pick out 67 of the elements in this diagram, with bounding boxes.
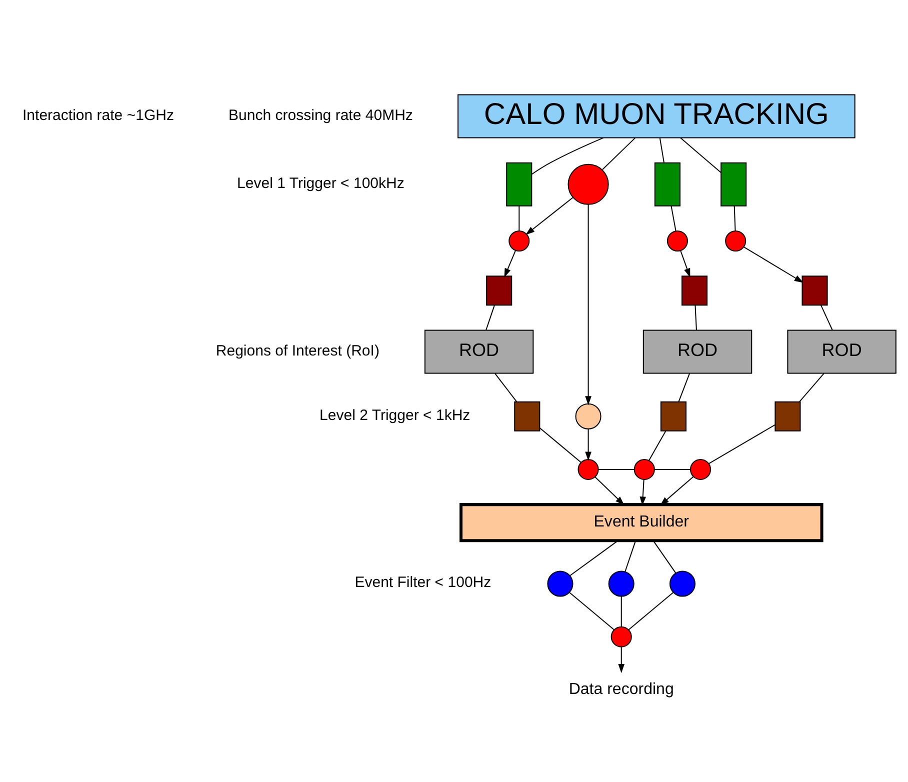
- connector: [485, 304, 494, 330]
- label: Event Filter < 100Hz: [354, 574, 491, 591]
- connector: [620, 595, 622, 627]
- connector: [678, 372, 690, 402]
- connector: [653, 468, 690, 470]
- node-box: Event Builder: [459, 502, 823, 542]
- connector: [494, 372, 517, 402]
- arrow: [504, 250, 516, 277]
- label: Bunch crossing rate 40MHz: [228, 106, 412, 124]
- node-circle: [546, 570, 573, 596]
- node-box: [514, 400, 540, 431]
- arrow: [680, 250, 690, 277]
- connector: [820, 304, 832, 330]
- node-box: [720, 162, 746, 206]
- node-circle: [577, 458, 598, 480]
- node-circle: [633, 458, 654, 480]
- arrow: [594, 476, 624, 505]
- node-box: [660, 400, 686, 431]
- connector: [652, 540, 676, 574]
- node-circle: [508, 230, 530, 252]
- arrow: [639, 478, 646, 506]
- connector: [569, 540, 618, 576]
- node-circle: [574, 402, 601, 429]
- node-box: [506, 162, 532, 206]
- arrow: [584, 204, 591, 405]
- arrow: [618, 646, 624, 673]
- node-circle: [608, 570, 634, 596]
- node-circle: [666, 230, 688, 252]
- label: Interaction rate ~1GHz: [22, 106, 174, 124]
- arrow: [742, 246, 803, 282]
- connector: [708, 424, 775, 464]
- arrow: [525, 196, 573, 234]
- node-box: CALO MUON TRACKING: [457, 94, 855, 138]
- connector: [602, 136, 636, 170]
- node-circle: [567, 163, 608, 204]
- connector: [624, 540, 636, 572]
- connector: [530, 136, 604, 174]
- connector: [694, 304, 696, 330]
- arrow: [660, 476, 694, 505]
- label: Level 2 Trigger < 1kHz: [319, 406, 470, 424]
- connector: [679, 136, 722, 173]
- node-box: [774, 400, 800, 431]
- connector: [648, 430, 666, 460]
- node-box: ROD: [642, 329, 752, 374]
- node-box: [680, 275, 708, 306]
- connector: [628, 592, 674, 630]
- connector: [658, 136, 664, 163]
- connector: [670, 205, 676, 231]
- node-box: ROD: [424, 329, 534, 374]
- connector: [597, 468, 634, 470]
- connector: [518, 205, 520, 231]
- node-circle: [690, 458, 711, 480]
- node-box: [801, 275, 828, 306]
- node-text: Data recording: [568, 679, 674, 698]
- node-circle: [724, 230, 746, 252]
- connector: [538, 426, 581, 462]
- node-circle: [610, 626, 632, 647]
- node-box: ROD: [786, 329, 896, 374]
- connector: [568, 592, 614, 630]
- node-box: [654, 162, 680, 206]
- node-box: [486, 275, 512, 306]
- connector: [733, 205, 736, 231]
- connector: [798, 372, 824, 402]
- label: Regions of Interest (RoI): [215, 342, 379, 359]
- arrow: [584, 428, 591, 460]
- label: Level 1 Trigger < 100kHz: [236, 174, 404, 192]
- node-circle: [668, 570, 695, 596]
